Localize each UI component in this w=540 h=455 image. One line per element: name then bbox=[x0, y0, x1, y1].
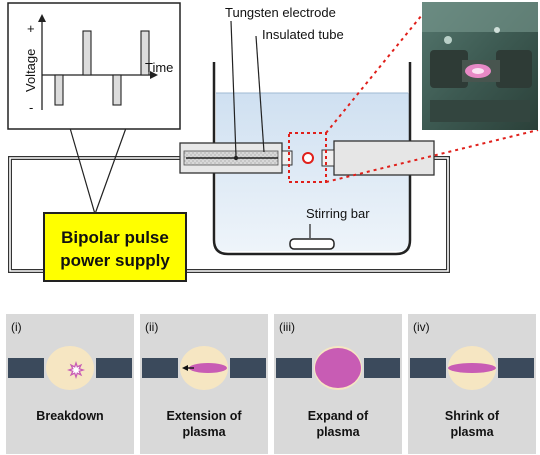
panel-caption-line2: plasma bbox=[450, 425, 494, 439]
zoom-highlight-box bbox=[288, 132, 327, 183]
stirring-bar-shape bbox=[289, 238, 335, 250]
electrode-right bbox=[498, 358, 534, 378]
waveform-pulses bbox=[54, 30, 150, 106]
waveform-y-arrow bbox=[38, 14, 46, 22]
electrode-right bbox=[364, 358, 400, 378]
plasma-spot bbox=[302, 152, 314, 164]
plasma-photo-inset bbox=[422, 2, 538, 130]
gas-bubble bbox=[46, 346, 94, 390]
power-supply-label-line2: power supply bbox=[60, 251, 170, 270]
voltage-axis-label: Voltage bbox=[23, 49, 38, 92]
electrode-right bbox=[96, 358, 132, 378]
time-axis-label: Time bbox=[145, 60, 173, 75]
panel-extension: (ii) Extension of plasma bbox=[140, 314, 268, 454]
electrode-right bbox=[230, 358, 266, 378]
tungsten-electrode-point bbox=[233, 155, 239, 161]
insulated-tube-label: Insulated tube bbox=[262, 27, 344, 42]
right-electrode-assembly bbox=[321, 140, 435, 176]
panel-caption-line2: plasma bbox=[316, 425, 360, 439]
plasma-stage-panels: (i) Breakdown (ii) Extension of plasma (iii) E… bbox=[6, 314, 536, 454]
waveform-x-arrow bbox=[150, 71, 158, 79]
left-electrode-assembly bbox=[179, 142, 293, 174]
panel-tag: (iv) bbox=[413, 320, 430, 334]
panel-tag: (i) bbox=[11, 320, 22, 334]
panel-breakdown: (i) Breakdown bbox=[6, 314, 134, 454]
zoom-line-top bbox=[325, 9, 427, 134]
electrode-left bbox=[8, 358, 44, 378]
panel-caption-line1: Extension of bbox=[166, 409, 242, 423]
voltage-plus: + bbox=[27, 21, 35, 36]
plasma-channel bbox=[189, 363, 227, 373]
panel-caption-line1: Shrink of bbox=[445, 409, 500, 423]
tungsten-electrode-label: Tungsten electrode bbox=[225, 5, 336, 20]
panel-caption-line1: Breakdown bbox=[36, 409, 103, 423]
panel-shrink: (iv) Shrink of plasma bbox=[408, 314, 536, 454]
stirring-bar-label: Stirring bar bbox=[306, 206, 370, 221]
plasma-shrunk bbox=[448, 363, 496, 373]
power-supply-label-line1: Bipolar pulse bbox=[61, 228, 169, 247]
plasma-expanded bbox=[315, 348, 361, 388]
panel-tag: (iii) bbox=[279, 320, 295, 334]
zoom-line-bottom bbox=[325, 129, 539, 183]
insulated-tube-pointer bbox=[255, 35, 265, 153]
panel-expand: (iii) Expand of plasma bbox=[274, 314, 402, 454]
electrode-left bbox=[142, 358, 178, 378]
tungsten-electrode-pointer bbox=[230, 20, 237, 157]
panel-tag: (ii) bbox=[145, 320, 158, 334]
electrode-left bbox=[276, 358, 312, 378]
panel-caption-line1: Expand of bbox=[308, 409, 369, 423]
extension-arrow-head bbox=[182, 365, 188, 371]
electrode-tip-right bbox=[321, 149, 335, 167]
spark-burst bbox=[66, 360, 86, 380]
electrode-left bbox=[410, 358, 446, 378]
waveform-callout: + - Voltage Time bbox=[7, 2, 181, 216]
power-supply-box: Bipolar pulse power supply bbox=[43, 212, 187, 282]
electrode-tip-left bbox=[281, 150, 293, 166]
electrode-holder-right bbox=[333, 140, 435, 176]
voltage-minus: - bbox=[29, 100, 33, 115]
panel-caption-line2: plasma bbox=[182, 425, 226, 439]
circuit-wire bbox=[8, 156, 450, 273]
